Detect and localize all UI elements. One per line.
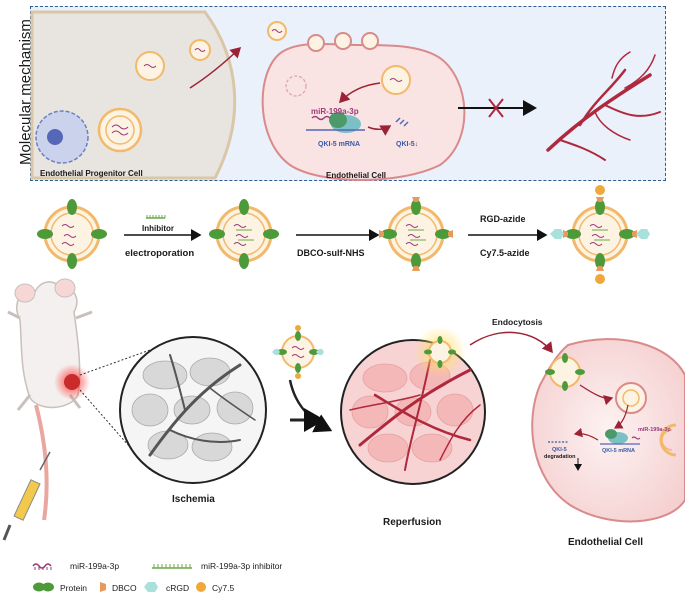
legend-cy75-icon	[196, 582, 206, 592]
legend: miR-199a-3p miR-199a-3p inhibitor Protei…	[32, 561, 282, 593]
progenitor-label: Endothelial Progenitor Cell	[40, 169, 143, 178]
endothelial-cell-top	[261, 32, 466, 181]
exosome-4	[550, 185, 650, 284]
degradation-label-2: degradation	[544, 454, 576, 460]
legend-inhibitor-icon	[152, 564, 192, 569]
legend-protein-label: Protein	[60, 583, 87, 593]
cell-mirna-label: miR-199a-3p	[638, 427, 671, 433]
legend-dbco-icon	[100, 582, 106, 592]
injection-arrow	[288, 379, 333, 433]
endocytosis-arrow	[469, 331, 553, 354]
mirna-label-top: miR-199a-3p	[311, 107, 359, 116]
qki5-label-top: QKI-5↓	[396, 141, 418, 148]
degradation-label-1: QKI-5	[552, 447, 567, 453]
step2-label: DBCO-sulf-NHS	[297, 248, 365, 258]
ischemia-tissue	[119, 336, 267, 484]
reperfusion-tissue	[340, 326, 486, 485]
exosome-3	[379, 197, 453, 271]
release-arrow	[189, 46, 242, 89]
legend-protein-icon	[33, 582, 54, 592]
released-vesicles	[189, 21, 287, 61]
exosome-injected	[272, 325, 324, 379]
legend-cy75-label: Cy7.5	[212, 583, 234, 593]
reperfusion-label: Reperfusion	[383, 517, 441, 528]
mrna-label-top: QKI-5 mRNA	[318, 141, 360, 148]
legend-mirna-icon	[32, 563, 52, 570]
legend-crgd-label: cRGD	[166, 583, 189, 593]
endothelial-cell-bottom	[531, 338, 685, 523]
legend-inhibitor-label: miR-199a-3p inhibitor	[201, 561, 282, 571]
inhibitor-label: Inhibitor	[142, 224, 174, 233]
mouse	[7, 278, 93, 521]
blocked-arrow	[458, 98, 537, 118]
progenitor-cell	[30, 10, 237, 180]
zoom-leader-top	[79, 349, 151, 376]
endocytosis-label: Endocytosis	[492, 317, 543, 327]
inhibitor-glyph	[146, 215, 166, 219]
cell-mrna-label: QKI-5 mRNA	[602, 448, 635, 454]
endothelial-label-bottom: Endothelial Cell	[568, 537, 643, 548]
legend-dbco-label: DBCO	[112, 583, 137, 593]
step1-label: electroporation	[125, 248, 194, 259]
endothelial-label-top: Endothelial Cell	[326, 171, 386, 180]
syringe	[2, 451, 51, 541]
vessel-network-top	[546, 51, 661, 161]
exosome-2	[209, 199, 279, 269]
legend-crgd-icon	[144, 582, 158, 592]
step3-bottom-label: Cy7.5-azide	[480, 248, 530, 258]
exosome-1	[37, 199, 107, 269]
ischemia-label: Ischemia	[172, 494, 215, 505]
legend-mirna-label: miR-199a-3p	[70, 561, 119, 571]
step3-top-label: RGD-azide	[480, 214, 526, 224]
